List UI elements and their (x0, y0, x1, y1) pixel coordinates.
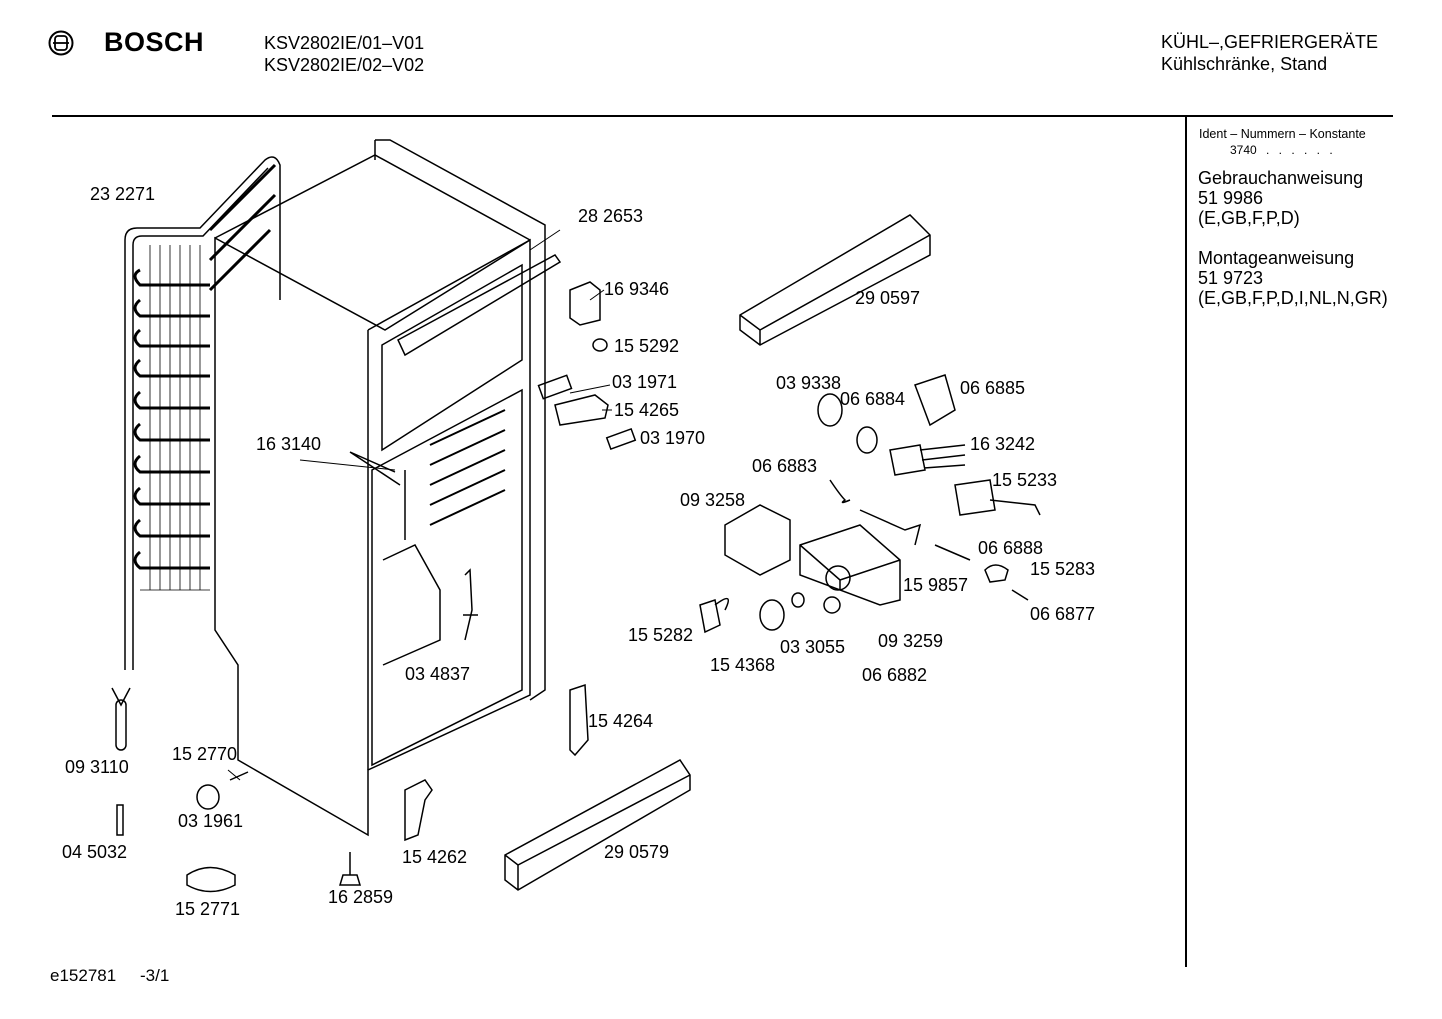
knob-cap-icon (791, 592, 805, 608)
part-number-label: 03 4837 (405, 664, 470, 684)
manual-title: Gebrauchanweisung (1198, 168, 1364, 188)
part-number-label: 03 3055 (780, 637, 845, 657)
defrost-heater-icon (115, 699, 127, 751)
roller-icon (196, 784, 220, 810)
part-number-label: 23 2271 (90, 184, 155, 204)
wire-icon (829, 479, 851, 504)
caster-icon (186, 866, 236, 893)
assembly-languages: (E,GB,F,P,D,I,NL,N,GR) (1198, 288, 1388, 308)
part-number-label: 03 1961 (178, 811, 243, 831)
hinge-lower-icon (404, 779, 433, 842)
part-number-label: 03 1970 (640, 428, 705, 448)
hinge-top-icon (569, 281, 601, 326)
part-number-label: 06 6885 (960, 378, 1025, 398)
pin-icon (229, 771, 249, 781)
part-number-label: 15 4265 (614, 400, 679, 420)
part-number-label: 15 5233 (992, 470, 1057, 490)
thermostat-housing-icon (799, 524, 901, 606)
part-number-label: 16 9346 (604, 279, 669, 299)
part-number-label: 04 5032 (62, 842, 127, 862)
category-subtitle: Kühlschränke, Stand (1161, 54, 1328, 74)
connector-icon (934, 544, 971, 561)
hinge-middle-icon (554, 394, 609, 426)
ident-dots: . . . . . . (1266, 143, 1336, 157)
part-number-label: 15 2770 (172, 744, 237, 764)
capillary-tube-icon (116, 804, 124, 836)
manual-languages: (E,GB,F,P,D) (1198, 208, 1300, 228)
assembly-title: Montageanweisung (1198, 248, 1355, 268)
top-trim-icon (739, 214, 931, 346)
sidebar-divider (1185, 117, 1187, 967)
condenser-coil-icon (124, 156, 281, 670)
part-number-label: 15 4262 (402, 847, 467, 867)
lamp-holder-icon (914, 374, 956, 427)
part-number-label: 15 9857 (903, 575, 968, 595)
part-number-label: 15 5283 (1030, 559, 1095, 579)
part-number-label: 16 3242 (970, 434, 1035, 454)
switch-icon (889, 444, 966, 476)
header-divider (52, 115, 1393, 117)
part-number-label: 09 3259 (878, 631, 943, 651)
part-number-label: 28 2653 (578, 206, 643, 226)
knob-icon (759, 599, 785, 631)
part-number-label: 06 6877 (1030, 604, 1095, 624)
bosch-logo-icon (48, 30, 74, 56)
cabinet-icon (214, 139, 562, 837)
clip-icon (984, 564, 1009, 583)
lamp-ring-icon (856, 426, 878, 454)
part-number-label: 16 2859 (328, 887, 393, 907)
exploded-parts-diagram: 23 2271 28 2653 16 9346 15 5292 29 0597 03 19… (62, 139, 1095, 919)
shim-icon (537, 374, 573, 400)
spring-clip-icon (1011, 589, 1029, 601)
part-number-label: 29 0579 (604, 842, 669, 862)
part-number-label: 15 5292 (614, 336, 679, 356)
ident-title: Ident – Nummern – Konstante (1199, 127, 1366, 141)
category-title: KÜHL–,GEFRIERGERÄTE (1161, 32, 1379, 52)
part-number-label: 03 1971 (612, 372, 677, 392)
bottom-trim-icon (504, 759, 691, 891)
terminal-icon (699, 597, 730, 634)
drain-icon (463, 568, 478, 641)
manual-number: 51 9986 (1198, 188, 1264, 208)
thermostat-icon (954, 479, 1041, 516)
part-number-label: 29 0597 (855, 288, 920, 308)
part-number-label: 15 4264 (588, 711, 653, 731)
assembly-number: 51 9723 (1198, 268, 1264, 288)
part-number-label: 06 6884 (840, 389, 905, 409)
brand-name: BOSCH (104, 27, 205, 57)
footer-page-number: -3/1 (140, 966, 170, 985)
part-number-label: 16 3140 (256, 434, 321, 454)
lamp-cap-icon (823, 596, 841, 614)
part-number-label: 15 4368 (710, 655, 775, 675)
foot-screw-icon (338, 852, 362, 886)
model-number-1: KSV2802IE/01–V01 (264, 33, 425, 53)
part-number-label: 15 5282 (628, 625, 693, 645)
part-number-label: 15 2771 (175, 899, 240, 919)
part-number-label: 06 6882 (862, 665, 927, 685)
plug-icon (592, 338, 608, 352)
part-number-label: 06 6883 (752, 456, 817, 476)
part-number-label: 06 6888 (978, 538, 1043, 558)
footer-drawing-code: e152781 (50, 966, 117, 985)
sensor-icon (859, 509, 922, 546)
part-number-label: 09 3110 (65, 757, 129, 777)
ident-value: 3740 (1230, 143, 1257, 157)
light-cover-icon (724, 504, 791, 576)
model-number-2: KSV2802IE/02–V02 (264, 55, 425, 75)
part-number-label: 03 9338 (776, 373, 841, 393)
shim-2-icon (605, 427, 637, 451)
bulb-icon (817, 393, 843, 427)
part-number-label: 09 3258 (680, 490, 745, 510)
hinge-bottom-icon (569, 683, 589, 757)
